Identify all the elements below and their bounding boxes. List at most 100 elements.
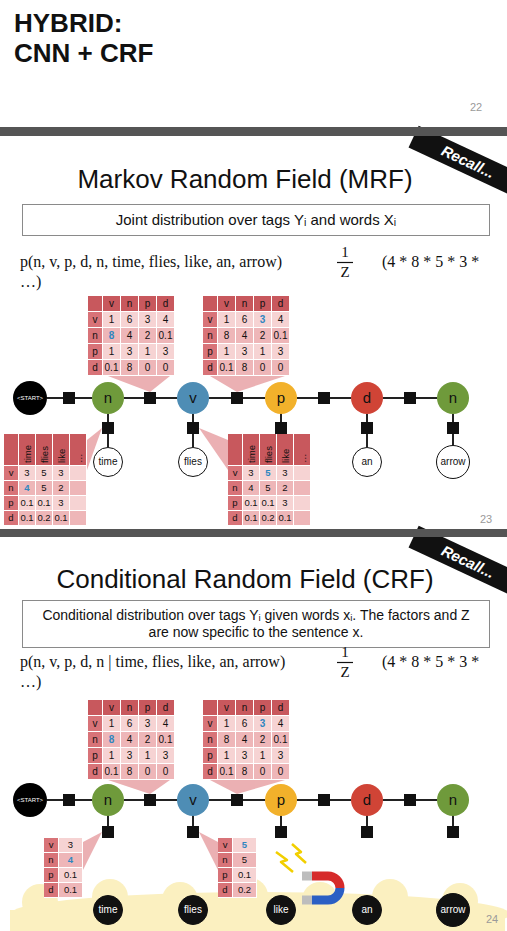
table-cell: 0 (272, 360, 290, 376)
node-text: time (99, 904, 118, 916)
column-header: flies (260, 434, 277, 466)
table-cell: 1 (254, 748, 272, 764)
table-cell: 5 (260, 481, 277, 496)
column-header: d (272, 700, 290, 716)
table-cell: 0.1 (277, 511, 294, 526)
table-cell: 3 (254, 716, 272, 732)
slide-title: Conditional Random Field (CRF) (56, 563, 433, 596)
column-header: v (218, 296, 236, 312)
table-cell: 6 (121, 716, 139, 732)
column-header-text: … (73, 454, 84, 464)
column-header: v (218, 700, 236, 716)
table-cell: 0.1 (53, 511, 70, 526)
table-cell: 0.1 (157, 732, 175, 748)
table-cell: 4 (59, 853, 83, 868)
empty-table-cell (70, 496, 87, 511)
node-text: d (363, 791, 371, 808)
table-cell: 4 (272, 716, 290, 732)
table-cell: 5 (233, 853, 257, 868)
tag-variable: p (265, 382, 297, 414)
node-text: flies (184, 904, 202, 916)
empty-table-cell (70, 466, 87, 481)
table-cell: 0.1 (272, 328, 290, 344)
table-cell: 4 (157, 716, 175, 732)
empty-table-cell (88, 296, 103, 312)
table-cell: 0.1 (19, 496, 36, 511)
tag-variable: v (177, 784, 209, 816)
row-header: d (44, 883, 59, 898)
slide-separator (0, 127, 507, 136)
empty-table-cell (88, 700, 103, 716)
table-cell: 6 (121, 312, 139, 328)
node-text: n (449, 389, 457, 406)
column-header-text: time (246, 445, 257, 463)
table-cell: 4 (121, 328, 139, 344)
column-header: … (70, 434, 87, 466)
empty-table-cell (294, 511, 311, 526)
column-header: n (121, 700, 139, 716)
empty-table-cell (203, 700, 218, 716)
table-cell: 4 (157, 312, 175, 328)
row-header: d (4, 511, 19, 526)
row-header: d (88, 360, 103, 376)
node-text: an (361, 904, 372, 916)
table-cell: 2 (53, 481, 70, 496)
table-cell: 3 (121, 344, 139, 360)
table-cell: 3 (277, 496, 294, 511)
table-cell: 5 (233, 838, 257, 853)
row-header: v (44, 838, 59, 853)
table-cell: 3 (19, 466, 36, 481)
table-cell: 0.1 (19, 511, 36, 526)
column-header: d (272, 296, 290, 312)
node-text: flies (184, 456, 202, 468)
node-text: <START> (17, 797, 43, 804)
table-cell: 0 (157, 764, 175, 780)
table-cell: 0.1 (218, 764, 236, 780)
table-cell: 0.1 (218, 360, 236, 376)
table-cell: 2 (139, 328, 157, 344)
table-cell: 4 (272, 312, 290, 328)
table-cell: 8 (103, 328, 121, 344)
row-header: d (203, 764, 218, 780)
node-text: v (189, 389, 197, 406)
table-cell: 3 (157, 748, 175, 764)
table-cell: 3 (236, 748, 254, 764)
empty-table-cell (203, 296, 218, 312)
column-header: n (236, 296, 254, 312)
column-header-text: time (22, 445, 33, 463)
slide-number: 24 (486, 912, 498, 926)
table-cell: 6 (236, 716, 254, 732)
row-header: n (203, 732, 218, 748)
table-cell: 3 (254, 312, 272, 328)
table-cell: 6 (236, 312, 254, 328)
row-header: n (218, 853, 233, 868)
tag-variable: n (437, 784, 469, 816)
row-header: v (203, 312, 218, 328)
table-cell: 1 (103, 344, 121, 360)
node-text: p (277, 389, 285, 406)
recall-ribbon: Recall... (409, 126, 507, 198)
row-header: v (4, 466, 19, 481)
table-cell: 0.1 (260, 496, 277, 511)
column-header: p (254, 296, 272, 312)
table-cell: 0.1 (103, 764, 121, 780)
table-cell: 1 (254, 344, 272, 360)
formula: p(n, v, p, d, n | time, flies, like, an,… (20, 652, 285, 672)
table-cell: 8 (121, 360, 139, 376)
node-text: d (363, 389, 371, 406)
node-text: arrow (440, 456, 465, 468)
table-cell: 4 (19, 481, 36, 496)
node-text: <START> (17, 395, 43, 402)
row-header: v (228, 466, 243, 481)
slide-number: 23 (480, 512, 492, 526)
row-header: v (88, 716, 103, 732)
row-header: p (228, 496, 243, 511)
table-cell: 8 (236, 764, 254, 780)
lightning-bolt (276, 844, 306, 872)
column-header-text: like (280, 449, 291, 463)
row-header: v (218, 838, 233, 853)
table-cell: 4 (243, 481, 260, 496)
tag-variable: p (265, 784, 297, 816)
table-cell: 0.1 (157, 328, 175, 344)
table-cell: 3 (272, 748, 290, 764)
